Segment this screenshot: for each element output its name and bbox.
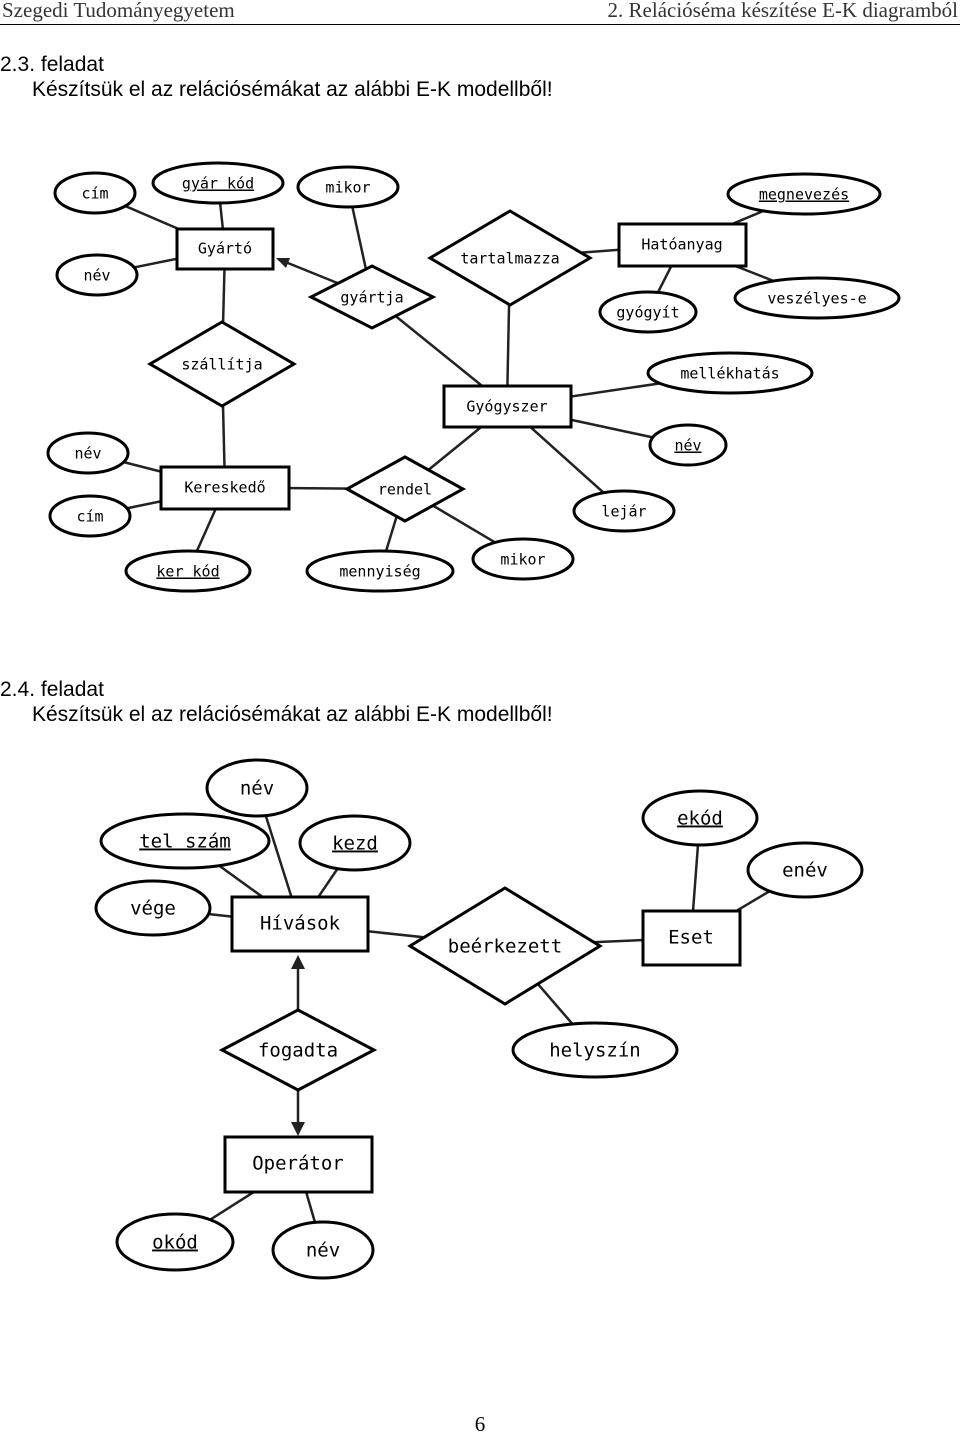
svg-text:név: név: [240, 778, 274, 800]
svg-text:enév: enév: [782, 860, 828, 882]
attribute: mikor: [296, 165, 400, 209]
header-university: Szegedi Tudományegyetem: [2, 0, 235, 22]
relationship: beérkezett: [407, 886, 603, 1006]
entity: Gyártó: [175, 227, 275, 271]
svg-text:gyár kód: gyár kód: [182, 175, 254, 193]
page-header: Szegedi Tudományegyetem 2. Relációséma k…: [0, 0, 960, 25]
svg-text:mikor: mikor: [500, 551, 545, 569]
relationship: gyártja: [307, 264, 437, 330]
svg-text:mikor: mikor: [325, 179, 370, 197]
svg-text:megnevezés: megnevezés: [759, 186, 849, 204]
svg-text:ekód: ekód: [677, 808, 723, 830]
attribute: cím: [48, 494, 132, 538]
attribute: cím: [53, 171, 137, 215]
attribute: veszélyes-e: [733, 276, 901, 320]
relationship: fogadta: [218, 1008, 378, 1092]
svg-text:veszélyes-e: veszélyes-e: [767, 290, 866, 308]
svg-text:gyártja: gyártja: [340, 289, 403, 307]
svg-text:név: név: [306, 1240, 340, 1262]
svg-text:név: név: [83, 267, 110, 285]
attribute-key: ker kód: [124, 549, 252, 593]
svg-text:kezd: kezd: [332, 833, 378, 855]
entity: Operátor: [223, 1135, 374, 1194]
svg-text:mellékhatás: mellékhatás: [680, 365, 779, 383]
entity: Kereskedő: [159, 465, 291, 511]
attribute: gyógyít: [598, 290, 698, 334]
attribute: név: [46, 431, 130, 475]
svg-text:cím: cím: [76, 508, 103, 526]
svg-text:tartalmazza: tartalmazza: [460, 250, 559, 268]
svg-text:fogadta: fogadta: [258, 1040, 338, 1062]
attribute-key: okód: [115, 1212, 235, 1272]
task-description: Készítsük el az relációsémákat az alábbi…: [32, 703, 553, 726]
attribute: név: [271, 1220, 375, 1280]
svg-text:okód: okód: [152, 1232, 198, 1254]
attribute: vége: [94, 879, 212, 937]
svg-text:Hatóanyag: Hatóanyag: [641, 236, 722, 254]
er-diagram-2-3: cím gyár kód név mikor megnevezés gyógyí…: [46, 161, 901, 593]
svg-text:tel szám: tel szám: [139, 831, 231, 853]
attribute-key: név: [648, 423, 728, 467]
svg-text:rendel: rendel: [378, 481, 432, 499]
svg-text:szállítja: szállítja: [181, 356, 262, 374]
er-diagram-2-4: név tel szám kezd vége ekód enév helyszí…: [94, 758, 864, 1280]
svg-text:mennyiség: mennyiség: [339, 563, 420, 581]
relationship: tartalmazza: [427, 209, 593, 307]
attribute-key: gyár kód: [151, 161, 285, 205]
svg-text:gyógyít: gyógyít: [616, 304, 679, 322]
attribute-key: megnevezés: [726, 172, 882, 216]
attribute: mellékhatás: [646, 351, 814, 395]
page-number: 6: [474, 1412, 486, 1436]
svg-text:ker kód: ker kód: [156, 563, 219, 581]
attribute: lejár: [572, 489, 676, 533]
attribute: név: [205, 758, 309, 818]
svg-text:Gyártó: Gyártó: [198, 240, 252, 258]
entity: Hívások: [230, 895, 370, 953]
attribute: enév: [746, 841, 864, 899]
task-description: Készítsük el az relációsémákat az alábbi…: [32, 78, 553, 101]
svg-text:név: név: [674, 437, 701, 455]
svg-text:Gyógyszer: Gyógyszer: [466, 398, 547, 416]
svg-text:vége: vége: [130, 898, 176, 920]
svg-text:név: név: [74, 445, 101, 463]
task-title: 2.4. feladat: [0, 678, 104, 701]
svg-text:helyszín: helyszín: [549, 1040, 641, 1062]
entity: Gyógyszer: [442, 384, 573, 429]
svg-text:lejár: lejár: [601, 503, 646, 521]
entity: Hatóanyag: [617, 222, 748, 268]
svg-text:Operátor: Operátor: [252, 1153, 344, 1175]
attribute: név: [55, 253, 139, 297]
attribute-key: tel szám: [99, 812, 271, 870]
relationship: szállítja: [147, 320, 297, 408]
attribute-key: ekód: [641, 789, 759, 847]
attribute: helyszín: [511, 1021, 679, 1079]
task-title: 2.3. feladat: [0, 53, 104, 76]
svg-text:beérkezett: beérkezett: [448, 936, 562, 958]
svg-text:Hívások: Hívások: [260, 913, 341, 935]
svg-text:Eset: Eset: [668, 927, 714, 949]
entity: Eset: [641, 909, 742, 967]
svg-text:Kereskedő: Kereskedő: [184, 479, 265, 497]
attribute-key: kezd: [298, 814, 412, 872]
relationship: rendel: [343, 455, 467, 523]
attribute: mennyiség: [305, 549, 455, 593]
svg-text:cím: cím: [81, 185, 108, 203]
header-chapter: 2. Relációséma készítése E-K diagramból: [607, 0, 958, 22]
attribute: mikor: [471, 537, 575, 581]
